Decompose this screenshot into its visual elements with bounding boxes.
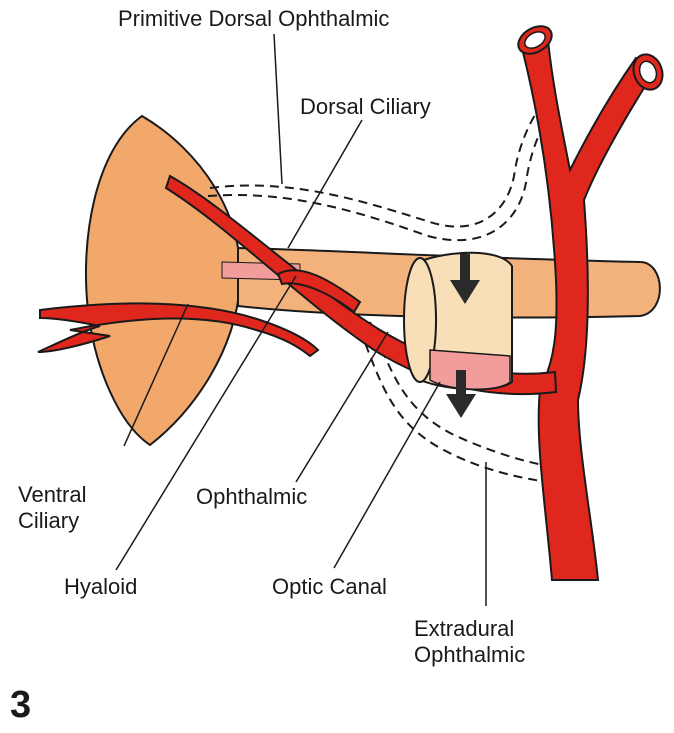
label-ventral-ciliary-2: Ciliary	[18, 508, 79, 534]
label-extradural-ophthalmic-1: Extradural	[414, 616, 514, 642]
leader-optic-canal	[334, 382, 440, 568]
eye-globe	[86, 116, 240, 445]
label-primitive-dorsal-ophthalmic: Primitive Dorsal Ophthalmic	[118, 6, 389, 32]
figure-number: 3	[10, 684, 31, 727]
label-ophthalmic: Ophthalmic	[196, 484, 307, 510]
label-hyaloid: Hyaloid	[64, 574, 137, 600]
label-ventral-ciliary-1: Ventral	[18, 482, 87, 508]
leader-primitive-dorsal	[274, 34, 282, 184]
leader-dorsal-ciliary	[288, 120, 362, 248]
label-optic-canal: Optic Canal	[272, 574, 387, 600]
label-extradural-ophthalmic-2: Ophthalmic	[414, 642, 525, 668]
optic-canal-pink-band	[430, 350, 510, 389]
label-dorsal-ciliary: Dorsal Ciliary	[300, 94, 431, 120]
